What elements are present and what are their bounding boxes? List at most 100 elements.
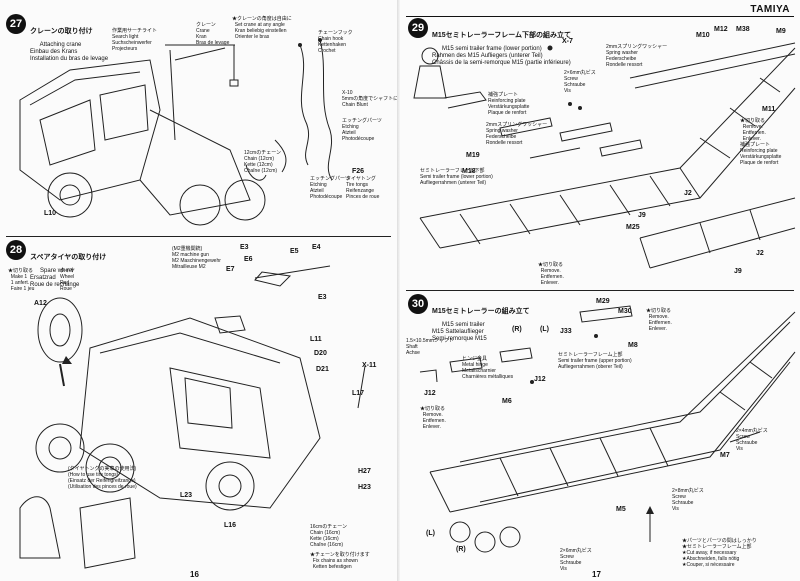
part-label: E3 <box>240 244 249 251</box>
step-27: 27 クレーンの取り付け Attaching crane Einbau des … <box>0 0 399 235</box>
note-screw-2x4: 2×4mm丸ビス Screw Schraube Vis <box>736 428 768 452</box>
step-title: M15セミトレーラーの組み立て M15 semi trailer M15 Sat… <box>432 294 530 350</box>
note-x10: X-10 5mmの角度でシャフトに Chain Blunt <box>342 90 399 108</box>
part-label: (L) <box>426 530 435 537</box>
part-label: M12 <box>714 26 728 33</box>
part-label: M30 <box>618 308 632 315</box>
part-label: M5 <box>616 506 626 513</box>
step-30-illustration <box>419 305 796 553</box>
part-label: E4 <box>312 244 321 251</box>
step-title-jp: クレーンの取り付け <box>30 28 93 35</box>
part-label: (L) <box>540 326 549 333</box>
part-label: J33 <box>560 328 572 335</box>
note-etching: エッチングパーツ Etching Atzteil Photodécoupe <box>342 118 382 142</box>
note-remove-2: ★切り取る Remove. Entfernen. Enlever. <box>420 406 446 430</box>
part-label: E7 <box>226 266 235 273</box>
step-title-rest: Attaching crane Einbau des Krans Install… <box>30 42 109 62</box>
note-screw-2x6: 2×6mm丸ビス Screw Schraube Vis <box>564 70 596 94</box>
step-title-jp: スペアタイヤの取り付け <box>30 254 107 261</box>
part-label: J9 <box>734 268 742 275</box>
part-label: M25 <box>626 224 640 231</box>
left-page: 27 クレーンの取り付け Attaching crane Einbau des … <box>0 0 399 579</box>
header-rule <box>406 16 794 17</box>
part-label: L10 <box>44 210 57 217</box>
note-remove: ★切り取る Remove. Entfernen. Enlever. <box>740 118 766 142</box>
part-label: J2 <box>756 250 764 257</box>
part-label: E5 <box>290 248 299 255</box>
part-label: J9 <box>638 212 646 219</box>
part-label: M38 <box>736 26 750 33</box>
note-m2-gun: (M2重機関銃) M2 machine gun M2 Maschinengewe… <box>172 246 221 270</box>
note-searchlight: 作業用サーチライト Search light Suchscheinwerfer … <box>112 28 158 52</box>
step-title-rest: M15 semi trailer frame (lower portion) R… <box>432 46 571 66</box>
note-etching-2: エッチングパーツ Etching Atzteil Photodécoupe <box>310 176 350 200</box>
step-title: M15セミトレーラーフレーム下部の組み立て M15 semi trailer f… <box>432 18 571 74</box>
step-number: 29 <box>408 18 428 38</box>
step-29: 29 M15セミトレーラーフレーム下部の組み立て M15 semi traile… <box>400 18 800 288</box>
note-chain-16cm: 16cmのチェーン Chain (16cm) Kette (16cm) Chaî… <box>310 524 347 548</box>
step-title: スペアタイヤの取り付け Spare wheel Ersatzrad Roue d… <box>30 240 106 296</box>
note-remove: ★切り取る Remove. Entfernen. Enlever. <box>646 308 672 332</box>
part-label: A12 <box>34 300 47 307</box>
note-reinforcing-plate-2: 補強プレート Reinforcing plate Verstärkungspla… <box>740 142 782 166</box>
part-label: L17 <box>352 390 365 397</box>
part-label: (R) <box>456 546 466 553</box>
page-number-right: 17 <box>592 570 601 579</box>
step-title-jp: M15セミトレーラーの組み立て <box>432 308 530 315</box>
part-label: M10 <box>696 32 710 39</box>
part-label: L16 <box>224 522 237 529</box>
step-title-rest: M15 semi trailer M15 Sattelauflieger Sem… <box>432 322 487 342</box>
part-label: J2 <box>684 190 692 197</box>
note-screw-2x6: 2×6mm丸ビス Screw Schraube Vis <box>560 548 592 572</box>
step-title: クレーンの取り付け Attaching crane Einbau des Kra… <box>30 14 108 70</box>
step-divider <box>6 236 391 237</box>
note-upper-frame: セミトレーラーフレーム下部 Semi trailer frame (lower … <box>420 168 493 186</box>
note-screw-2x8: 2×8mm丸ビス Screw Schraube Vis <box>672 488 704 512</box>
part-label: D21 <box>316 366 329 373</box>
part-label: M29 <box>596 298 610 305</box>
note-semi-frame-upper: セミトレーラーフレーム上部 Semi trailer frame (upper … <box>558 352 632 370</box>
note-chain-hook: チェーンフック Chain hook Kettenhaken Crochet <box>318 30 353 54</box>
part-label: X-7 <box>562 38 573 45</box>
part-label: F26 <box>352 168 365 175</box>
part-label: M8 <box>628 342 638 349</box>
note-chain-12cm: 12cmのチェーン Chain (12cm) Kette (12cm) Chaî… <box>244 150 281 174</box>
right-page: TAMIYA 29 M15セミトレーラーフレーム下部の組み立て M15 semi… <box>400 0 800 581</box>
step-number: 27 <box>6 14 26 34</box>
step-title-rest: Spare wheel Ersatzrad Roue de rechange <box>30 268 80 288</box>
part-label: M9 <box>776 28 786 35</box>
note-tire-tongs: タイヤトング Tire tongs Reifenzange Pinces de … <box>346 176 380 200</box>
step-title-jp: M15セミトレーラーフレーム下部の組み立て <box>432 32 571 39</box>
note-spring-washer: 2mmスプリングワッシャー Spring washer Federscheibe… <box>606 44 668 68</box>
part-label: X-11 <box>362 362 377 369</box>
step-29-illustration <box>413 42 796 269</box>
part-label: M6 <box>502 398 512 405</box>
part-label: D20 <box>314 350 327 357</box>
part-label: M11 <box>762 106 776 113</box>
page-number-left: 16 <box>190 570 199 579</box>
note-tire: タイヤ Wheel Rad Roue <box>60 268 75 292</box>
note-shaft: 1.5×10.5mmシャフト Shaft Achse <box>406 338 454 356</box>
note-chain-attach: ★チェーンを取り付けます Fix chains as shown Ketten … <box>310 552 370 570</box>
part-label: L11 <box>310 336 322 343</box>
step-27-illustration <box>19 38 333 226</box>
part-label: M19 <box>466 152 480 159</box>
part-label: E6 <box>244 256 253 263</box>
part-label: M7 <box>720 452 730 459</box>
step-divider <box>406 290 794 291</box>
step-30: 30 M15セミトレーラーの組み立て M15 semi trailer M15 … <box>400 292 800 578</box>
note-remove-2: ★切り取る Remove. Entfernen. Enlever. <box>538 262 564 286</box>
note-make: ★切り取る Make 1 1 anfert. Faire 1 jeu <box>8 268 35 292</box>
step-28-illustration <box>19 265 366 569</box>
note-crane: クレーン Crane Kran Bras de levage <box>196 22 230 46</box>
step-number: 28 <box>6 240 26 260</box>
part-label: H27 <box>358 468 371 475</box>
note-tongs-use: (タイヤトングの実車の使用法) (How to use tire tongs) … <box>68 466 137 490</box>
brand-logo: TAMIYA <box>750 4 790 15</box>
part-label: H23 <box>358 484 371 491</box>
note-angle: ★クレーンの角度は自由に Set crane at any angle Kran… <box>232 16 292 40</box>
part-label: L23 <box>180 492 193 499</box>
part-label: M18 <box>462 168 476 175</box>
part-label: J12 <box>534 376 546 383</box>
note-reinforcing-plate: 補強プレート Reinforcing plate Verstärkungspla… <box>488 92 530 116</box>
